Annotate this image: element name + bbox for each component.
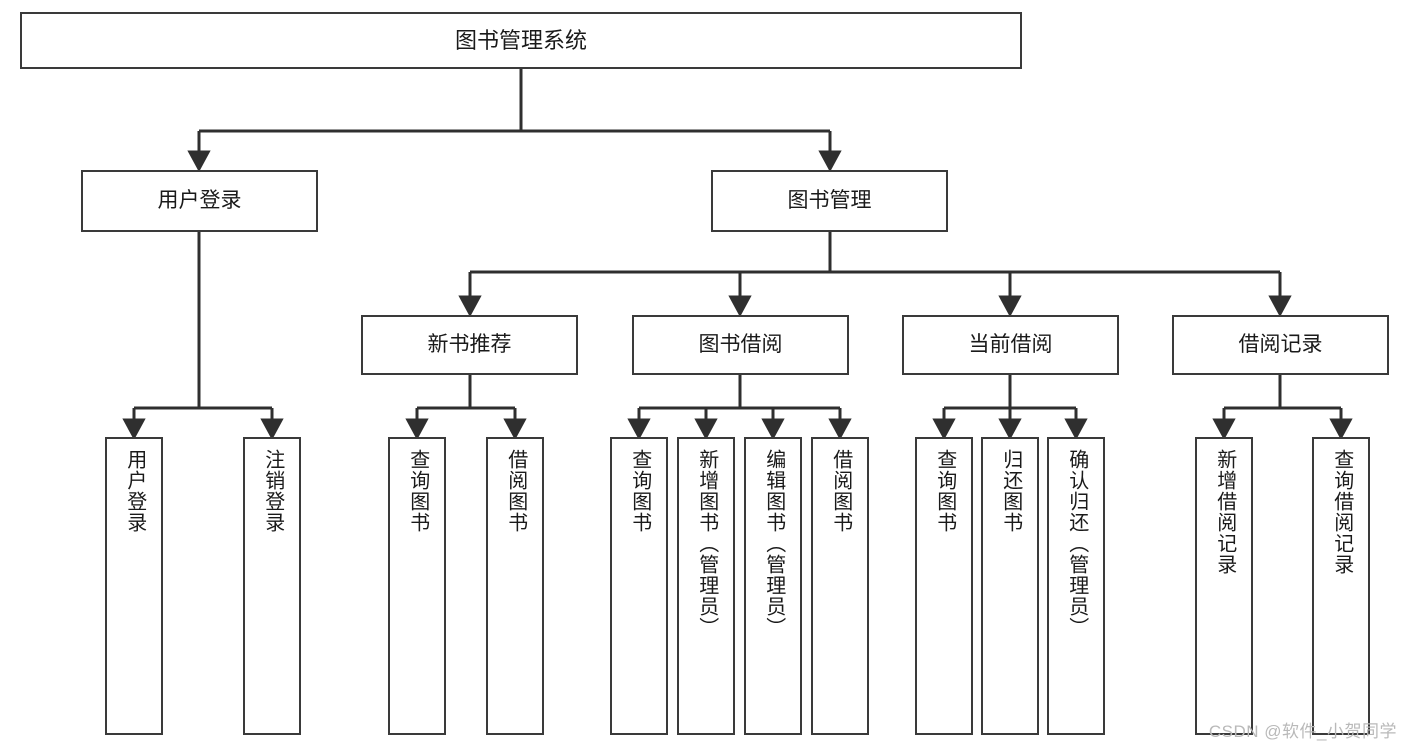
node-label: 用户登录 — [123, 449, 146, 533]
node-current-borrow[interactable]: 当前借阅 — [902, 315, 1119, 375]
node-new-book-recommend[interactable]: 新书推荐 — [361, 315, 578, 375]
node-label: 查询借阅记录 — [1330, 449, 1353, 575]
node-label: 确认归还（管理员） — [1065, 449, 1088, 638]
node-label: 借阅图书 — [504, 449, 527, 533]
node-label: 归还图书 — [999, 449, 1022, 533]
node-borrow-record[interactable]: 借阅记录 — [1172, 315, 1389, 375]
node-label: 用户登录 — [157, 188, 242, 212]
node-label: 查询图书 — [628, 449, 651, 533]
node-leaf-add-book[interactable]: 新增图书（管理员） — [677, 437, 735, 735]
node-leaf-add-record[interactable]: 新增借阅记录 — [1195, 437, 1253, 735]
node-root-system[interactable]: 图书管理系统 — [20, 12, 1022, 69]
node-leaf-logout-login[interactable]: 注销登录 — [243, 437, 301, 735]
node-leaf-borrow-book-1[interactable]: 借阅图书 — [486, 437, 544, 735]
node-book-manage[interactable]: 图书管理 — [711, 170, 948, 232]
node-leaf-edit-book[interactable]: 编辑图书（管理员） — [744, 437, 802, 735]
node-leaf-query-book-3[interactable]: 查询图书 — [915, 437, 973, 735]
node-label: 新增借阅记录 — [1213, 449, 1236, 575]
node-label: 查询图书 — [933, 449, 956, 533]
node-label: 图书借阅 — [698, 332, 783, 356]
node-label: 图书管理 — [787, 188, 872, 212]
node-label: 编辑图书（管理员） — [762, 449, 785, 638]
node-leaf-return-book[interactable]: 归还图书 — [981, 437, 1039, 735]
node-label: 借阅记录 — [1238, 332, 1323, 356]
node-leaf-confirm-return[interactable]: 确认归还（管理员） — [1047, 437, 1105, 735]
node-book-borrow[interactable]: 图书借阅 — [632, 315, 849, 375]
node-leaf-query-record[interactable]: 查询借阅记录 — [1312, 437, 1370, 735]
node-label: 注销登录 — [261, 449, 284, 533]
node-label: 查询图书 — [406, 449, 429, 533]
node-user-login[interactable]: 用户登录 — [81, 170, 318, 232]
node-leaf-borrow-book-2[interactable]: 借阅图书 — [811, 437, 869, 735]
node-label: 当前借阅 — [968, 332, 1053, 356]
node-leaf-query-book-2[interactable]: 查询图书 — [610, 437, 668, 735]
node-leaf-user-login[interactable]: 用户登录 — [105, 437, 163, 735]
node-label: 借阅图书 — [829, 449, 852, 533]
node-leaf-query-book-1[interactable]: 查询图书 — [388, 437, 446, 735]
node-label: 新增图书（管理员） — [695, 449, 718, 638]
csdn-watermark: CSDN @软件_小贺同学 — [1208, 722, 1397, 741]
node-label: 新书推荐 — [427, 332, 512, 356]
node-label: 图书管理系统 — [454, 27, 587, 53]
